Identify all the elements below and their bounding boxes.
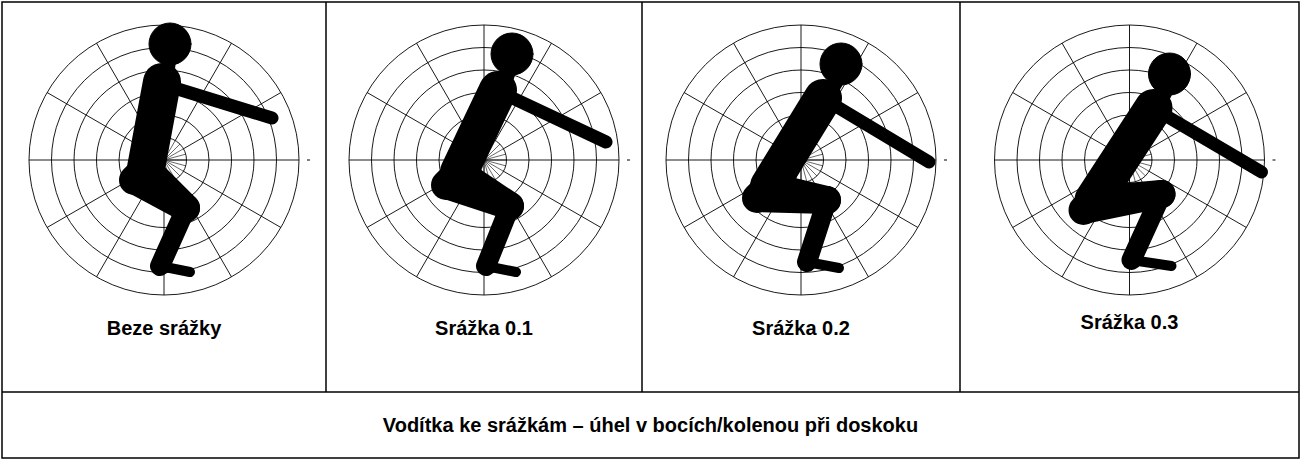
neck [166,54,170,82]
neck [827,74,841,98]
tick-mark [1273,160,1276,161]
child-silhouette [757,43,929,268]
foot [1132,260,1172,266]
cell-label-box: Beze srážky [6,308,322,348]
cell-label: Srážka 0.1 [435,317,533,340]
shin [486,206,510,266]
torso [769,98,823,186]
cell-label: Srážka 0.3 [1081,311,1179,334]
grid-ring [349,25,619,295]
tick-mark [307,160,310,161]
polar-grid [29,25,299,295]
polar-grid [995,25,1265,295]
neck [1158,84,1170,108]
table-column-line [325,2,327,392]
table-caption-box: Vodítka ke srážkám – úhel v bocích/kolen… [6,400,1295,450]
table-row-line [2,391,1299,393]
arm [168,86,272,118]
polar-grid [349,25,619,295]
foot [160,266,190,272]
grid-spoke [734,43,790,140]
cell-label-box: Srážka 0.1 [330,308,638,348]
grid-spoke [1062,43,1118,140]
arm [829,102,929,162]
cell-label-box: Srážka 0.3 [964,302,1295,342]
tick-mark [944,160,947,161]
grid-ring [29,25,299,295]
neck [502,64,512,90]
polar-grid [666,25,936,295]
table-caption: Vodítka ke srážkám – úhel v bocích/kolen… [383,414,918,437]
grid-fan-line [164,160,187,161]
child-silhouette [446,33,606,272]
child-silhouette [134,23,272,272]
cell-label: Srážka 0.2 [752,317,850,340]
child-silhouette [1084,53,1262,266]
grid-spoke [1129,160,1130,295]
grid-ring [995,25,1265,295]
grid-ring [666,25,936,295]
tick-mark [627,160,630,161]
shin [160,208,186,266]
arm [504,94,606,142]
foot [807,262,839,268]
grid-spoke [484,160,619,161]
foot [486,266,516,272]
grid-fan-line [484,160,507,161]
shin [1132,194,1162,260]
arm [1160,112,1262,172]
grid-spoke [164,160,299,161]
table-column-line [959,2,961,392]
cell-label: Beze srážky [107,317,222,340]
shin [807,200,827,262]
table-column-line [641,2,643,392]
cell-label-box: Srážka 0.2 [646,308,956,348]
